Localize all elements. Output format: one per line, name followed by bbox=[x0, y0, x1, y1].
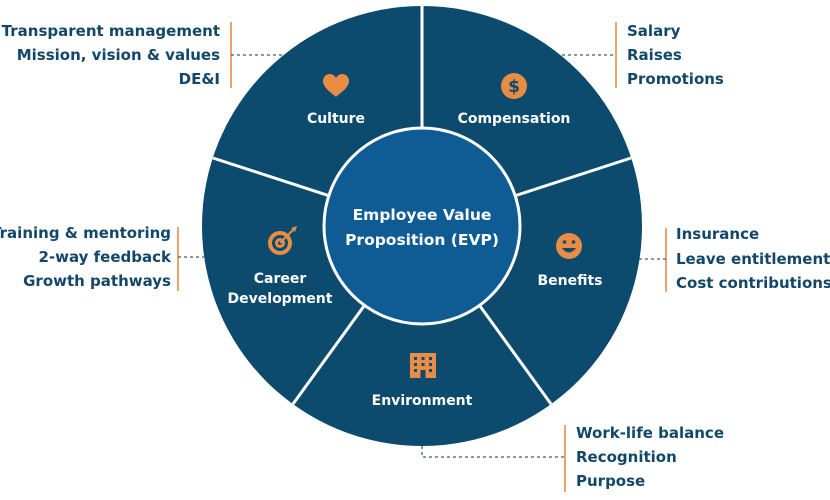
segment-career-development: Career Development bbox=[228, 226, 333, 307]
segment-label-culture: Culture bbox=[307, 111, 365, 127]
detail-item: Leave entitlements bbox=[676, 250, 830, 268]
building-icon bbox=[410, 353, 436, 378]
segment-label-environment: Environment bbox=[372, 393, 473, 409]
details-career: Training & mentoring 2-way feedback Grow… bbox=[0, 224, 204, 291]
detail-item: DE&I bbox=[179, 70, 220, 88]
segment-environment: Environment bbox=[372, 353, 473, 409]
svg-text:$: $ bbox=[508, 77, 520, 97]
connector-line bbox=[421, 446, 565, 458]
detail-item: Purpose bbox=[576, 472, 645, 490]
segment-benefits: Benefits bbox=[537, 233, 603, 289]
segment-label-benefits: Benefits bbox=[537, 273, 602, 289]
detail-item: Cost contributions bbox=[676, 274, 830, 292]
details-benefits: Insurance Leave entitlements Cost contri… bbox=[639, 225, 830, 292]
segment-compensation: $ Compensation bbox=[458, 73, 571, 127]
hub-circle bbox=[322, 126, 522, 326]
detail-item: Mission, vision & values bbox=[17, 46, 220, 64]
details-environment: Work-life balance Recognition Purpose bbox=[421, 424, 724, 492]
detail-item: Insurance bbox=[676, 225, 759, 243]
smiley-face-icon bbox=[556, 233, 582, 259]
details-culture: Transparent management Mission, vision &… bbox=[2, 22, 285, 88]
detail-item: Salary bbox=[627, 22, 681, 40]
target-icon bbox=[268, 226, 297, 255]
detail-item: Raises bbox=[627, 46, 682, 64]
detail-item: Promotions bbox=[627, 70, 724, 88]
dollar-coin-icon: $ bbox=[501, 73, 527, 99]
segment-label-compensation: Compensation bbox=[458, 111, 571, 127]
detail-item: Transparent management bbox=[2, 22, 220, 40]
detail-item: 2-way feedback bbox=[38, 248, 172, 266]
heart-icon bbox=[323, 74, 349, 97]
hub-title-line1: Employee Value bbox=[353, 206, 492, 224]
central-hub: Employee Value Proposition (EVP) bbox=[322, 126, 522, 326]
detail-item: Work-life balance bbox=[576, 424, 724, 442]
segment-label-career-line2: Development bbox=[228, 291, 333, 307]
details-compensation: Salary Raises Promotions bbox=[562, 22, 724, 88]
segment-culture: Culture bbox=[307, 74, 365, 127]
detail-item: Training & mentoring bbox=[0, 224, 171, 242]
segment-label-career-line1: Career bbox=[254, 271, 307, 287]
hub-title-line2: Proposition (EVP) bbox=[345, 231, 499, 249]
detail-item: Growth pathways bbox=[23, 272, 171, 290]
detail-item: Recognition bbox=[576, 448, 677, 466]
